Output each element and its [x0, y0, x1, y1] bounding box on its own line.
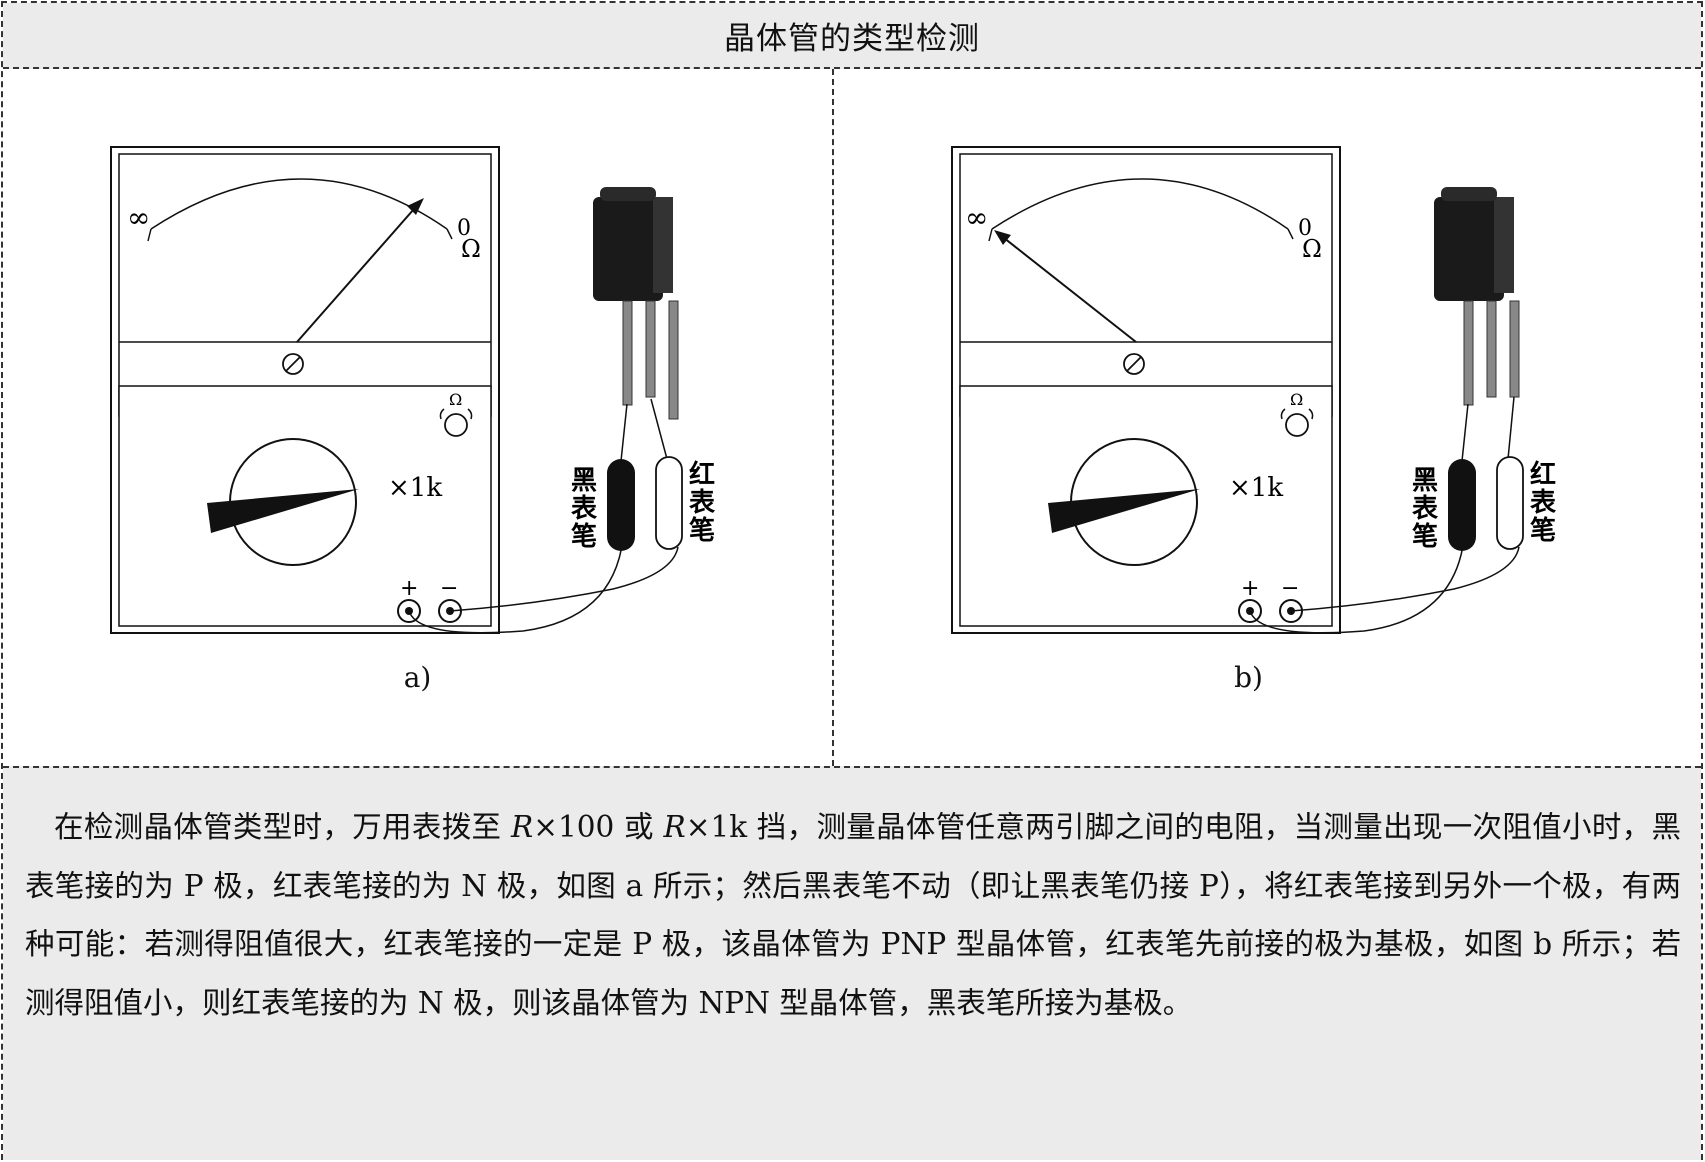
page-title: 晶体管的类型检测	[3, 3, 1701, 69]
terminal-minus-label: −	[440, 576, 458, 601]
scale-ohm-label: Ω	[461, 235, 481, 263]
black-probe-label-2: 表	[571, 494, 598, 524]
red-probe	[655, 456, 683, 550]
resistance-symbol-2: R	[663, 810, 686, 844]
transistor-body	[1434, 197, 1504, 301]
red-probe-label-1: 红	[689, 459, 715, 490]
meter-dial-window	[118, 153, 492, 417]
needle-tip	[994, 230, 1011, 245]
scale-infinity-label: ∞	[127, 201, 150, 234]
paragraph-text-2: ×100 或	[533, 810, 664, 844]
black-probe	[607, 459, 635, 551]
transistor-lead-2	[645, 300, 656, 398]
range-selector-pointer	[1048, 489, 1200, 533]
wire-black	[408, 538, 624, 634]
scale-ohm-label: Ω	[1302, 235, 1322, 263]
range-label: ×1k	[1229, 473, 1283, 503]
terminal-plus-label: +	[400, 576, 418, 601]
black-probe-label-3: 笔	[571, 521, 597, 552]
black-probe-label-3: 笔	[1412, 521, 1438, 552]
figure-b: ∞ 0 Ω Ω ×1k + −	[834, 69, 1663, 766]
transistor-lead-2	[1486, 300, 1497, 398]
scale-zero-label: 0	[457, 216, 471, 241]
red-probe-label-2: 表	[689, 488, 716, 518]
transistor-lead-3	[668, 300, 679, 420]
ohm-knob-label: Ω	[1290, 390, 1303, 409]
wire-red	[449, 546, 679, 612]
wire-black	[1249, 538, 1465, 634]
figure-caption-b: b)	[1234, 661, 1263, 694]
black-probe-label-1: 黑	[1412, 466, 1438, 496]
wire-red	[1290, 546, 1520, 612]
explanation-paragraph: 在检测晶体管类型时，万用表拨至 R×100 或 R×1k 挡，测量晶体管任意两引…	[25, 798, 1681, 1032]
multimeter-diagram-a: ∞ 0 Ω Ω ×1k + −	[110, 146, 716, 634]
black-probe	[1448, 459, 1476, 551]
explanation-block: 在检测晶体管类型时，万用表拨至 R×100 或 R×1k 挡，测量晶体管任意两引…	[3, 766, 1701, 1160]
needle	[296, 200, 422, 343]
scale-zero-label: 0	[1298, 216, 1312, 241]
red-probe	[1496, 456, 1524, 550]
transistor-lead-1	[622, 300, 633, 406]
transistor-lead-3	[1509, 300, 1520, 398]
needle	[998, 233, 1137, 343]
paragraph-text-1: 在检测晶体管类型时，万用表拨至	[54, 810, 512, 844]
multimeter-diagram-b: ∞ 0 Ω Ω ×1k + −	[951, 146, 1557, 634]
black-probe-label-2: 表	[1412, 494, 1439, 524]
red-probe-label-3: 笔	[1530, 515, 1556, 546]
terminal-plus-label: +	[1241, 576, 1259, 601]
terminal-minus-label: −	[1281, 576, 1299, 601]
transistor-lead-1	[1463, 300, 1474, 406]
ohm-adjust-knob	[1285, 413, 1309, 437]
divider	[832, 69, 834, 766]
scale-tick-right	[446, 228, 453, 240]
black-probe-label-1: 黑	[571, 466, 597, 496]
range-label: ×1k	[388, 473, 442, 503]
red-probe-label-2: 表	[1530, 488, 1557, 518]
figure-a: ∞ 0 Ω Ω ×1k + −	[3, 69, 832, 766]
needle-tip	[407, 198, 424, 215]
scale-tick-left	[147, 228, 152, 242]
scale-infinity-label: ∞	[965, 201, 988, 234]
figure-caption-a: a)	[403, 661, 432, 694]
red-probe-label-3: 笔	[689, 515, 715, 546]
scale-arc	[991, 178, 1289, 230]
range-selector-pointer	[207, 489, 359, 533]
resistance-symbol-1: R	[511, 810, 534, 844]
ohm-adjust-knob	[444, 413, 468, 437]
ohm-knob-label: Ω	[449, 390, 462, 409]
figure-row: ∞ 0 Ω Ω ×1k + −	[3, 69, 1701, 766]
meter-dial-window	[959, 153, 1333, 417]
red-probe-label-1: 红	[1530, 459, 1556, 490]
paragraph-text-3: ×1k 挡，测量晶体管任意两引脚之间的电阻，当测量出现一次阻值小时，黑表笔接的为…	[25, 810, 1681, 1020]
transistor-body	[593, 197, 663, 301]
